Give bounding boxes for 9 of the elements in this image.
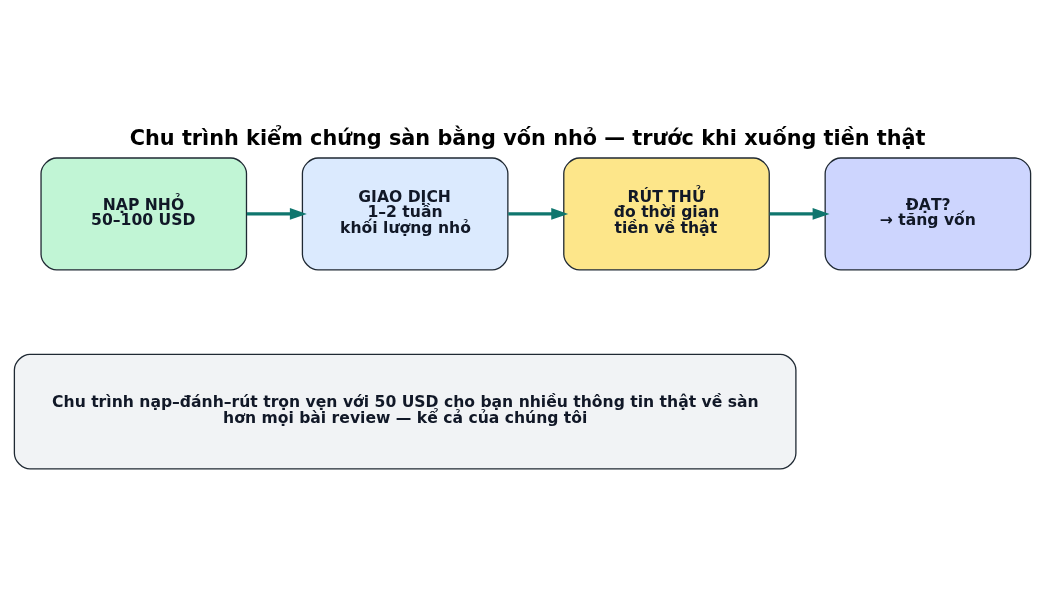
node-box: ĐẠT? → tăng vốn — [824, 157, 1032, 271]
arrow — [246, 208, 307, 220]
arrow — [769, 208, 830, 220]
node-box: Chu trình nạp–đánh–rút trọn vẹn với 50 USD cho bạn nhiều thông tin thật về sàn hơn mọi bài review — kể cả của chúng tôi — [13, 353, 797, 470]
node-box: NẠP NHỎ 50–100 USD — [40, 157, 248, 271]
node-box: RÚT THỬ đo thời gian tiền về thật — [563, 157, 770, 271]
node-box: GIAO DỊCH 1–2 tuần khối lượng nhỏ — [301, 157, 509, 271]
arrow — [508, 208, 569, 220]
diagram-title: Chu trình kiểm chứng sàn bằng vốn nhỏ — trước khi xuống tiền thật — [129, 125, 926, 150]
